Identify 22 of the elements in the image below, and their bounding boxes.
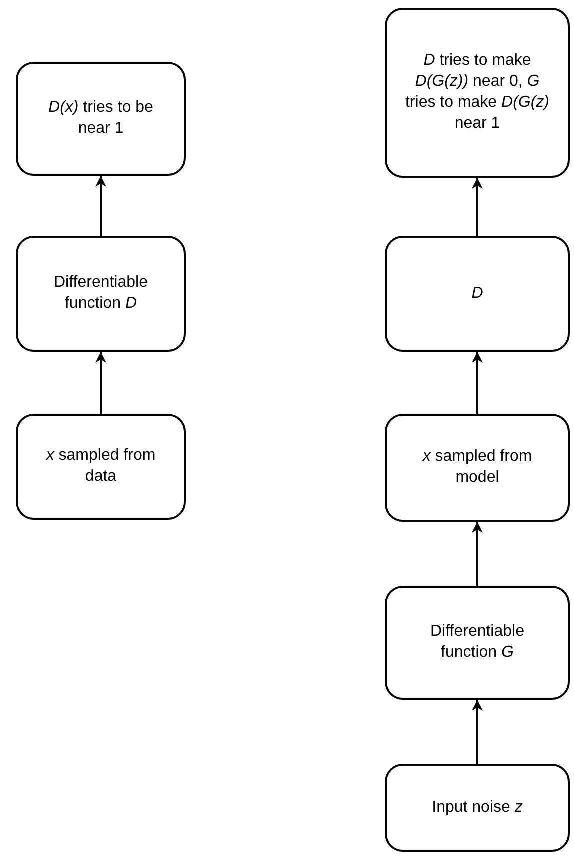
box-label: x sampled from data [45, 446, 157, 487]
process-box [385, 414, 570, 522]
arrow [472, 178, 483, 236]
box-label: D(x) tries to be near 1 [48, 98, 154, 139]
arrow [472, 522, 483, 586]
arrow [96, 176, 106, 236]
box-label: x sampled from model [422, 447, 534, 488]
process-box [16, 62, 186, 176]
box-label: Input noise z [432, 798, 523, 818]
arrow [472, 352, 483, 414]
box-label: Differentiable function G [430, 622, 526, 663]
box-label: D tries to make D(G(z)) near 0, G tries to make D(G(z) near 1 [404, 51, 550, 134]
process-box [385, 764, 570, 852]
arrow [96, 352, 106, 414]
process-box [16, 236, 186, 352]
process-box [385, 236, 570, 352]
box-label: D [472, 284, 484, 304]
process-box [385, 8, 570, 178]
arrow [472, 700, 483, 764]
box-label: Differentiable function D [53, 273, 149, 314]
process-box [16, 414, 186, 520]
process-box [385, 586, 570, 700]
